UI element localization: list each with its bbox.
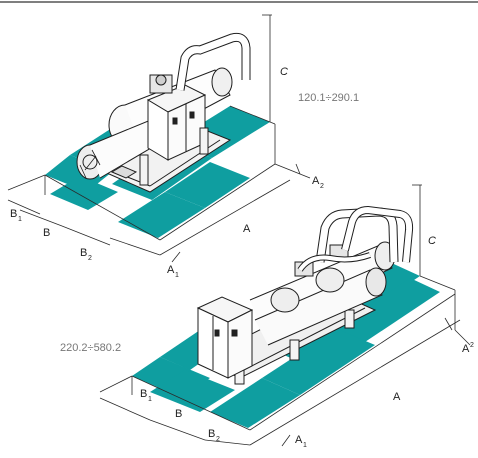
top-model-range: 120.1÷290.1: [298, 92, 359, 104]
bottom-model-range: 220.2÷580.2: [60, 342, 121, 354]
bottom-machine: [196, 205, 414, 385]
top-label-a2-sub: 2: [320, 183, 324, 190]
top-machine: [76, 33, 251, 193]
top-label-b2: B: [80, 247, 87, 259]
bottom-unit: 220.2÷580.2 C A A 2 A 1 B 1 B B 2: [60, 184, 474, 449]
top-label-b1: B: [10, 208, 17, 220]
top-label-a1: A: [167, 264, 175, 276]
bottom-label-a1-sub: 1: [303, 442, 307, 449]
top-label-b1-sub: 1: [18, 216, 22, 223]
bottom-dimension-lines: [99, 184, 471, 447]
bottom-label-b2: B: [208, 428, 215, 440]
top-label-a2: A: [312, 175, 320, 187]
bottom-footprint-lines: [99, 275, 456, 431]
bottom-label-b1: B: [140, 388, 147, 400]
top-dim-labels: C A A 2 A 1 B 1 B B 2: [10, 66, 324, 279]
bottom-label-b2-sub: 2: [216, 436, 220, 443]
bottom-dim-labels: C A A 2 A 1 B 1 B B 2: [140, 235, 474, 449]
bottom-label-b1-sub: 1: [148, 396, 152, 403]
top-unit: 120.1÷290.1 C A A 2 A 1 B 1 B B 2: [7, 14, 359, 279]
bottom-label-c: C: [428, 235, 436, 247]
top-dimension-lines: [7, 14, 311, 263]
top-label-a1-sub: 1: [175, 272, 179, 279]
top-label-b2-sub: 2: [88, 255, 92, 262]
top-footprint-lines: [7, 105, 276, 241]
bottom-label-a2-sub: 2: [470, 342, 474, 349]
top-label-a: A: [243, 223, 251, 235]
bottom-label-a: A: [393, 391, 401, 403]
bottom-label-a2: A: [462, 343, 470, 355]
bottom-label-b: B: [175, 408, 182, 420]
top-label-b: B: [43, 227, 50, 239]
bottom-label-a1: A: [295, 434, 303, 446]
top-label-c: C: [280, 66, 288, 78]
